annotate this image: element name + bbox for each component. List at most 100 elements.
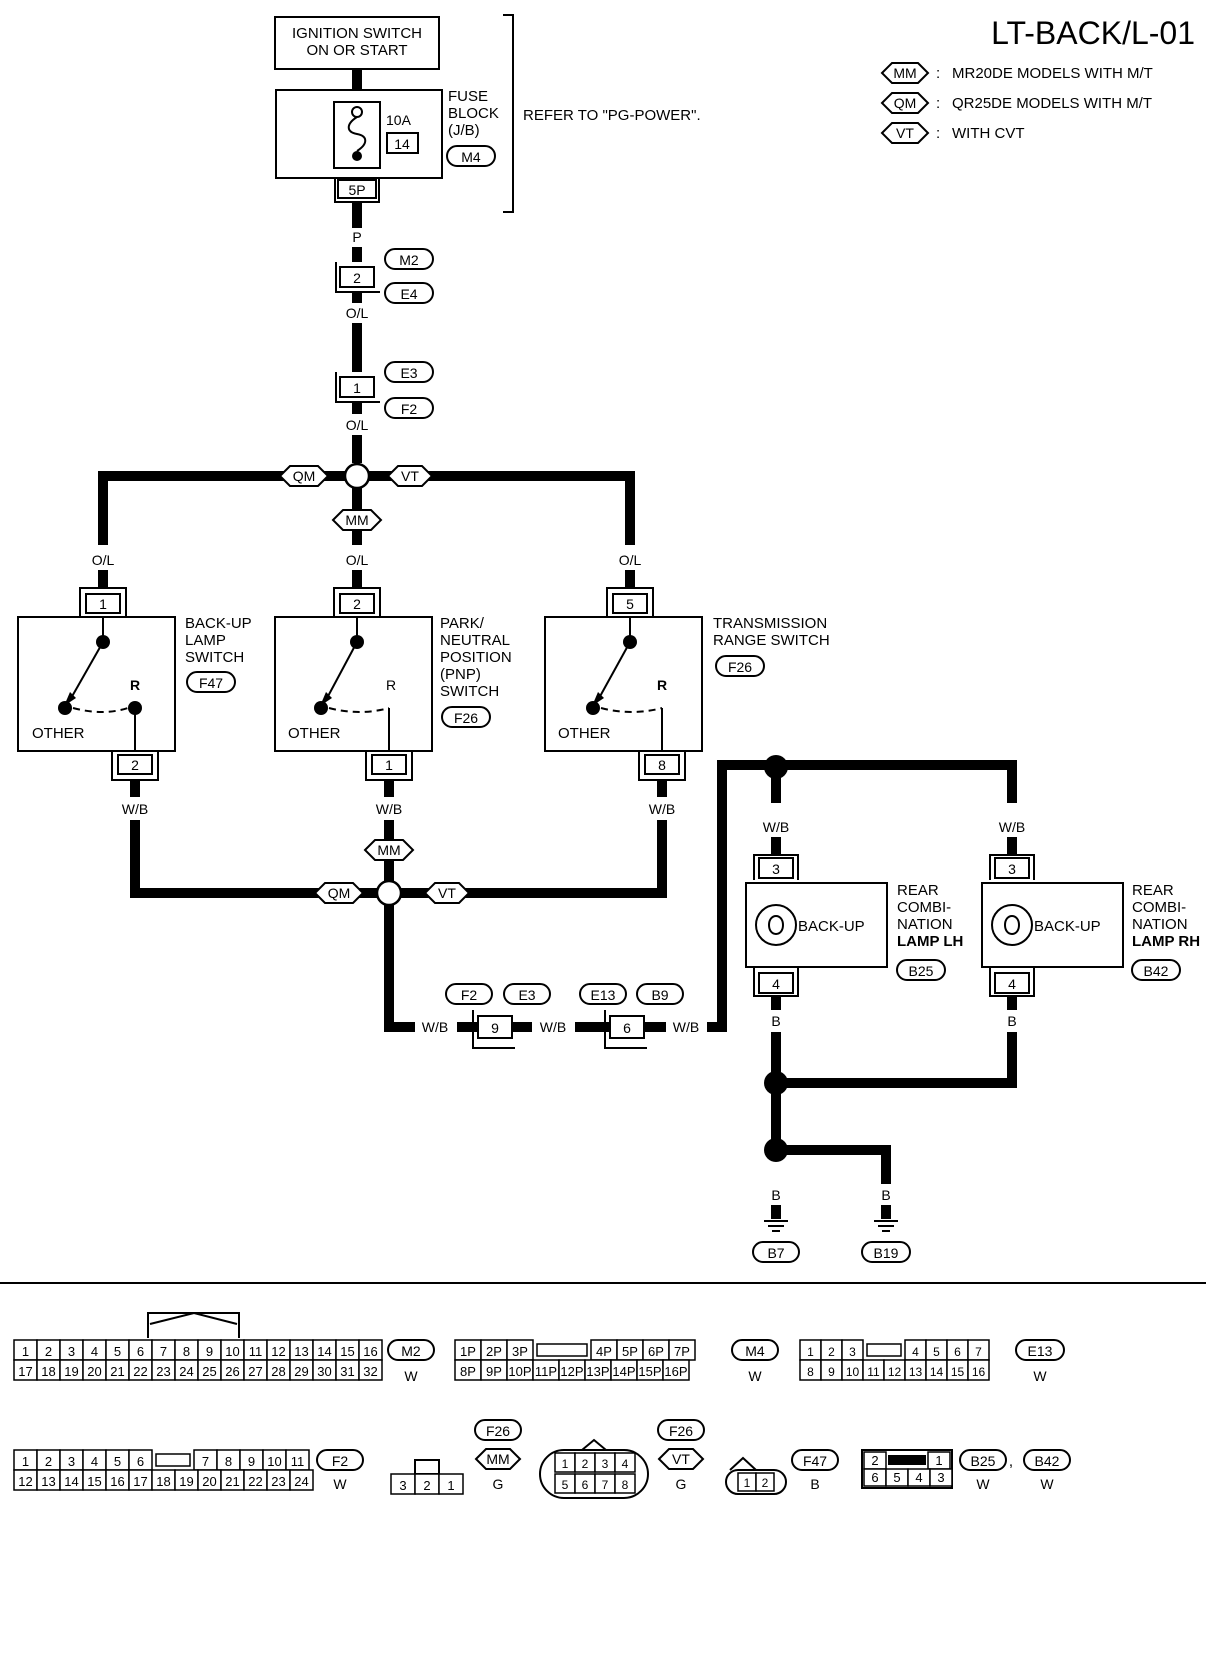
svg-text:NATION: NATION bbox=[1132, 916, 1188, 933]
f2-pin: 8 bbox=[225, 1454, 232, 1469]
f2-pin: 20 bbox=[202, 1474, 216, 1489]
svg-text:F2: F2 bbox=[461, 987, 478, 1003]
f26mm-pin: 3 bbox=[399, 1478, 406, 1493]
f47-pin: 1 bbox=[744, 1476, 751, 1490]
diagram-title: LT-BACK/L-01 bbox=[991, 15, 1195, 51]
e13-pin: 12 bbox=[888, 1365, 902, 1379]
legend-mm: MM : MR20DE MODELS WITH M/T bbox=[880, 62, 1153, 84]
f26vt-pin: 1 bbox=[562, 1457, 569, 1471]
f2-pin: 19 bbox=[179, 1474, 193, 1489]
svg-text:W: W bbox=[404, 1368, 418, 1384]
f2-pin: 13 bbox=[41, 1474, 55, 1489]
svg-text:W/B: W/B bbox=[122, 801, 148, 817]
legend-vt-text: WITH CVT bbox=[952, 125, 1025, 142]
svg-text:SWITCH: SWITCH bbox=[185, 649, 244, 666]
svg-text:W/B: W/B bbox=[540, 1019, 566, 1035]
svg-text:F26: F26 bbox=[486, 1423, 510, 1439]
b25-pin: 2 bbox=[871, 1453, 878, 1468]
svg-text:OTHER: OTHER bbox=[32, 725, 85, 742]
svg-text:P: P bbox=[352, 229, 361, 245]
f26mm-pin: 1 bbox=[447, 1478, 454, 1493]
m2-pin: 5 bbox=[114, 1344, 121, 1359]
e13-pin: 14 bbox=[930, 1365, 944, 1379]
m2-pin: 10 bbox=[225, 1344, 239, 1359]
svg-text:8: 8 bbox=[658, 757, 666, 773]
m4-pin: 5P bbox=[622, 1344, 638, 1359]
m2-pin: 17 bbox=[18, 1364, 32, 1379]
b25-pin: 3 bbox=[937, 1470, 944, 1485]
m2-pin: 1 bbox=[22, 1344, 29, 1359]
f26vt-pin: 2 bbox=[582, 1457, 589, 1471]
svg-text:6: 6 bbox=[623, 1020, 631, 1036]
svg-text:B: B bbox=[1007, 1013, 1016, 1029]
svg-text:E3: E3 bbox=[400, 365, 417, 381]
svg-text:VT: VT bbox=[401, 468, 419, 484]
m4-pin: 13P bbox=[586, 1364, 609, 1379]
e13-pin: 5 bbox=[933, 1345, 940, 1359]
svg-text:VT: VT bbox=[438, 885, 456, 901]
svg-text::: : bbox=[936, 65, 940, 82]
f26vt-pin: 6 bbox=[582, 1478, 589, 1492]
svg-text:ON OR START: ON OR START bbox=[306, 42, 407, 59]
svg-text:PARK/: PARK/ bbox=[440, 615, 485, 632]
svg-text:W/B: W/B bbox=[999, 819, 1025, 835]
svg-text:E13: E13 bbox=[591, 987, 616, 1003]
svg-text:W/B: W/B bbox=[649, 801, 675, 817]
m2-pin: 8 bbox=[183, 1344, 190, 1359]
legend-mm-text: MR20DE MODELS WITH M/T bbox=[952, 65, 1153, 82]
svg-text:B: B bbox=[881, 1187, 890, 1203]
m4-pin: 3P bbox=[512, 1344, 528, 1359]
m2-pin: 25 bbox=[202, 1364, 216, 1379]
e13-pin: 8 bbox=[807, 1365, 814, 1379]
svg-text:B7: B7 bbox=[767, 1245, 784, 1261]
m2-pin: 16 bbox=[363, 1344, 377, 1359]
f2-pin: 14 bbox=[64, 1474, 78, 1489]
connector-e13-b9-6: 6 E13 B9 bbox=[579, 983, 684, 1049]
f26vt-pin: 5 bbox=[562, 1478, 569, 1492]
svg-text:O/L: O/L bbox=[619, 552, 642, 568]
tag-qm-bottom: QM bbox=[313, 882, 365, 904]
m2-pin: 12 bbox=[271, 1344, 285, 1359]
m2-pin: 3 bbox=[68, 1344, 75, 1359]
f2-pin: 24 bbox=[294, 1474, 308, 1489]
svg-text:COMBI-: COMBI- bbox=[897, 899, 951, 916]
svg-text:O/L: O/L bbox=[346, 552, 369, 568]
svg-text:B19: B19 bbox=[874, 1245, 899, 1261]
svg-text:R: R bbox=[386, 677, 396, 693]
svg-text:POSITION: POSITION bbox=[440, 649, 512, 666]
svg-text:B42: B42 bbox=[1144, 963, 1169, 979]
svg-text:F26: F26 bbox=[454, 710, 478, 726]
svg-text:IGNITION SWITCH: IGNITION SWITCH bbox=[292, 25, 422, 42]
svg-text:B25: B25 bbox=[909, 963, 934, 979]
f2-pin: 22 bbox=[248, 1474, 262, 1489]
svg-text:OTHER: OTHER bbox=[288, 725, 341, 742]
svg-text:MM: MM bbox=[377, 842, 400, 858]
svg-text:3: 3 bbox=[1008, 861, 1016, 877]
ground-b19: B19 bbox=[861, 1220, 911, 1263]
svg-text:TRANSMISSION: TRANSMISSION bbox=[713, 615, 827, 632]
svg-text:F26: F26 bbox=[669, 1423, 693, 1439]
e13-pin: 13 bbox=[909, 1365, 923, 1379]
f2-pin: 2 bbox=[45, 1454, 52, 1469]
svg-text:9: 9 bbox=[491, 1020, 499, 1036]
m4-pin: 4P bbox=[596, 1344, 612, 1359]
svg-text:W/B: W/B bbox=[763, 819, 789, 835]
m4-pin: 6P bbox=[648, 1344, 664, 1359]
svg-text:COMBI-: COMBI- bbox=[1132, 899, 1186, 916]
svg-text:2: 2 bbox=[131, 757, 139, 773]
f2-pin: 9 bbox=[248, 1454, 255, 1469]
svg-text:2: 2 bbox=[353, 270, 361, 286]
svg-text:,: , bbox=[1009, 1453, 1013, 1470]
svg-text:BACK-UP: BACK-UP bbox=[185, 615, 252, 632]
svg-text:B9: B9 bbox=[651, 987, 668, 1003]
connector-m2-e4: 2 M2 E4 bbox=[335, 248, 434, 304]
svg-text:5: 5 bbox=[626, 596, 634, 612]
m4-pin: 12P bbox=[560, 1364, 583, 1379]
svg-text:F47: F47 bbox=[803, 1453, 827, 1469]
f2-pin: 3 bbox=[68, 1454, 75, 1469]
m4-pin: 10P bbox=[508, 1364, 531, 1379]
